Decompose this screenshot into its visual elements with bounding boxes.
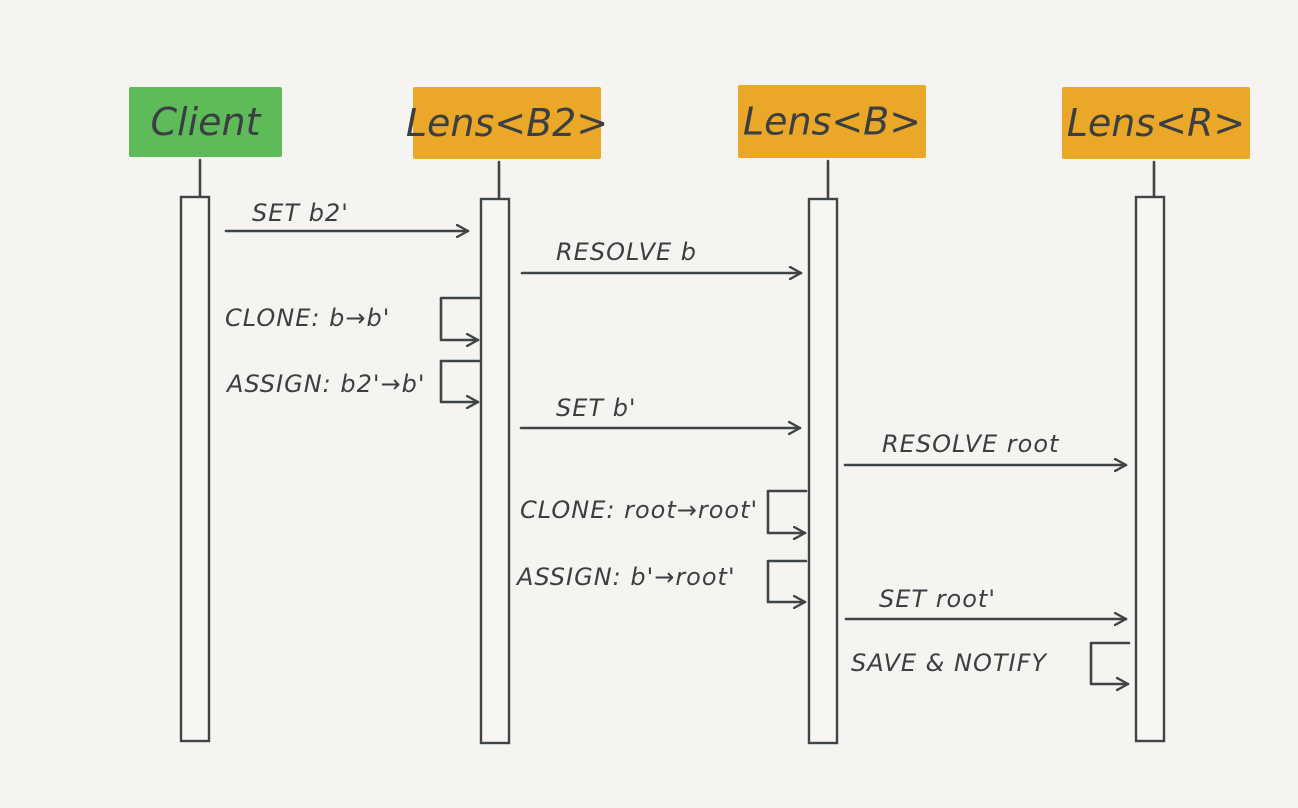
- message-10: SAVE & NOTIFY: [851, 641, 1131, 684]
- message-label: CLONE: root→root': [520, 496, 758, 524]
- self-call-arrow: [439, 359, 481, 402]
- self-call-arrow: [1089, 641, 1131, 684]
- activation-bar: [1134, 195, 1166, 743]
- message-8: ASSIGN: b'→root': [515, 559, 808, 602]
- message-1: SET b2': [224, 199, 470, 231]
- message-5: SET b': [519, 394, 802, 428]
- message-2: RESOLVE b: [520, 238, 803, 273]
- activation-bar: [179, 195, 211, 743]
- lane-lens-r: Lens<R>: [1062, 87, 1250, 743]
- lane-client: Client: [129, 87, 282, 743]
- lane-label: Lens<R>: [1067, 101, 1246, 145]
- self-call-arrow: [766, 559, 808, 602]
- message-label: CLONE: b→b': [225, 304, 390, 332]
- self-call-arrow: [766, 489, 808, 533]
- message-3: CLONE: b→b': [225, 296, 481, 340]
- message-label: SAVE & NOTIFY: [851, 649, 1048, 677]
- lane-header-box: [413, 87, 601, 159]
- lane-header-box: [1062, 87, 1250, 159]
- message-4: ASSIGN: b2'→b': [225, 359, 481, 402]
- message-label: RESOLVE b: [556, 238, 697, 266]
- message-label: SET b2': [252, 199, 349, 227]
- message-label: SET root': [879, 585, 996, 613]
- message-9: SET root': [844, 585, 1128, 619]
- message-6: RESOLVE root: [843, 430, 1128, 465]
- lane-lens-b: Lens<B>: [738, 85, 926, 745]
- message-label: SET b': [556, 394, 637, 422]
- lane-header-box: [129, 87, 282, 157]
- message-label: ASSIGN: b2'→b': [225, 370, 425, 398]
- message-7: CLONE: root→root': [520, 489, 808, 533]
- lane-label: Lens<B>: [743, 100, 921, 144]
- activation-bar: [807, 197, 839, 745]
- lane-lens-b2: Lens<B2>: [406, 87, 608, 745]
- lane-label: Lens<B2>: [406, 101, 608, 145]
- lane-label: Client: [150, 100, 262, 144]
- activation-bar: [479, 197, 511, 745]
- message-label: RESOLVE root: [882, 430, 1060, 458]
- lane-header-box: [738, 85, 926, 158]
- self-call-arrow: [439, 296, 481, 340]
- message-label: ASSIGN: b'→root': [515, 563, 736, 591]
